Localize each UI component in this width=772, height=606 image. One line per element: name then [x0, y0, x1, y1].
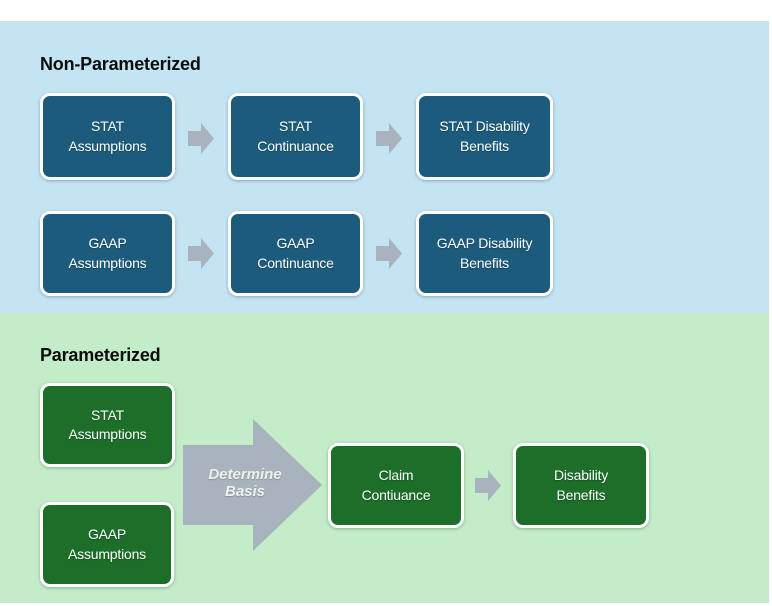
flow-arrow-icon [188, 238, 214, 269]
determine-basis-arrow-icon [183, 419, 322, 551]
box-label: Disability Benefits [553, 467, 608, 503]
box-label: Claim Contiuance [361, 467, 431, 503]
box-stat-assumptions: STAT Assumptions [40, 93, 175, 180]
box-label: STAT Assumptions [68, 406, 147, 442]
box-label: GAAP Assumptions [68, 526, 146, 562]
box-label: GAAP Continuance [257, 235, 334, 271]
flow-arrow-icon [376, 123, 402, 154]
box-gaap-disability-benefits: GAAP Disability Benefits [416, 211, 553, 296]
box-label: GAAP Disability Benefits [436, 235, 533, 271]
flow-arrow-icon [188, 123, 214, 154]
box-label: STAT Continuance [257, 118, 334, 154]
box-param-disability-benefits: Disability Benefits [513, 443, 649, 528]
flow-arrow-icon [475, 470, 501, 501]
box-gaap-continuance: GAAP Continuance [228, 211, 363, 296]
box-stat-continuance: STAT Continuance [228, 93, 363, 180]
box-claim-contiuance: Claim Contiuance [328, 443, 464, 528]
box-stat-disability-benefits: STAT Disability Benefits [416, 93, 553, 180]
non-parameterized-heading: Non-Parameterized [40, 54, 201, 74]
box-label: STAT Disability Benefits [439, 118, 530, 154]
box-param-gaap-assumptions: GAAP Assumptions [40, 502, 174, 587]
flow-arrow-icon [376, 238, 402, 269]
parameterized-heading: Parameterized [40, 345, 161, 365]
box-param-stat-assumptions: STAT Assumptions [40, 383, 175, 467]
determine-basis-label: Determine Basis [208, 466, 282, 501]
box-label: STAT Assumptions [68, 118, 147, 154]
box-gaap-assumptions: GAAP Assumptions [40, 211, 175, 296]
box-label: GAAP Assumptions [68, 235, 147, 271]
